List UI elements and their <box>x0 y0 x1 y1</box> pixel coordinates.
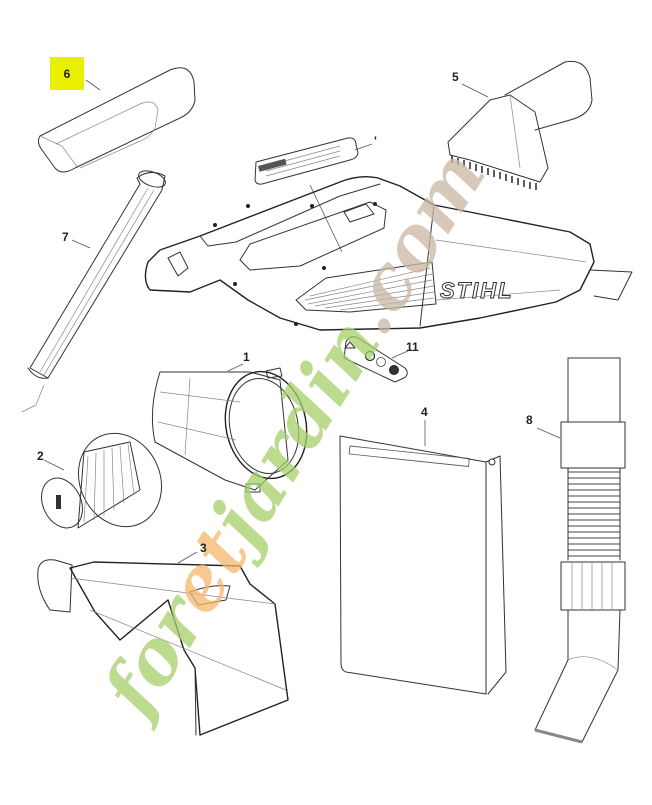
part-8-flexible-hose[interactable] <box>534 357 626 744</box>
part-2-pleated-filter[interactable] <box>34 420 177 541</box>
leader-line-1 <box>227 363 244 372</box>
leader-line-label <box>354 143 373 151</box>
callout-8[interactable]: 8 <box>526 413 533 427</box>
callout-6[interactable]: 6 <box>50 57 84 90</box>
callout-5[interactable]: 5 <box>452 70 459 84</box>
leader-line-7 <box>71 239 91 249</box>
leader-line-5 <box>461 83 489 98</box>
callout-4[interactable]: 4 <box>421 405 428 419</box>
callout-2[interactable]: 2 <box>37 449 44 463</box>
leader-line-6 <box>85 79 101 91</box>
callout-1[interactable]: 1 <box>243 350 250 364</box>
stihl-logo: STIHL <box>440 278 514 303</box>
part-3-wide-nozzle[interactable] <box>37 559 289 736</box>
callout-6-label: 6 <box>63 66 71 81</box>
part-label-plate[interactable] <box>254 137 359 185</box>
callout-label-plate[interactable]: ' <box>374 134 377 148</box>
callout-3[interactable]: 3 <box>200 541 207 555</box>
leader-line-label-2 <box>309 184 343 253</box>
part-1-filter-basket[interactable] <box>151 364 316 493</box>
part-7-extension-tube[interactable] <box>21 168 168 413</box>
part-6-upholstery-nozzle[interactable] <box>37 67 196 173</box>
leader-line-3 <box>177 551 198 564</box>
part-main-housing[interactable] <box>144 175 633 331</box>
callout-11[interactable]: 11 <box>406 340 419 354</box>
callout-7[interactable]: 7 <box>62 230 69 244</box>
leader-line-8 <box>536 427 561 439</box>
part-11-warning-labels[interactable] <box>343 336 408 383</box>
leader-line-11 <box>391 349 411 359</box>
part-5-brush-nozzle[interactable] <box>447 60 593 190</box>
leader-line-2 <box>43 459 65 471</box>
part-4-dust-bag[interactable] <box>339 435 507 695</box>
